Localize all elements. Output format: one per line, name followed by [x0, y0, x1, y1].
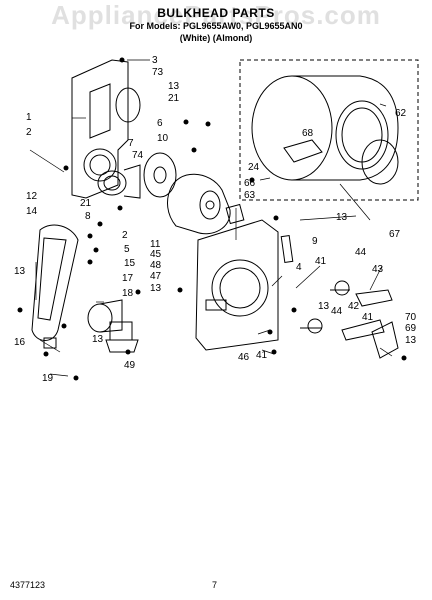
- callout: 13: [405, 335, 417, 346]
- drum-baffle: [283, 139, 323, 163]
- document-number: 4377123: [10, 580, 46, 590]
- model-colors: (White) (Almond): [179, 33, 253, 43]
- callout: 8: [85, 211, 91, 222]
- callout: 13: [14, 266, 26, 277]
- callout: 1: [26, 112, 32, 123]
- callout: 10: [157, 133, 169, 144]
- page-number: 7: [212, 580, 218, 590]
- callout: 13: [92, 334, 104, 345]
- callout: 3: [152, 55, 158, 66]
- belt-switch-bracket: [371, 321, 399, 359]
- callout: 73: [152, 67, 164, 78]
- callout: 9: [312, 236, 318, 247]
- page-title: BULKHEAD PARTS: [157, 6, 275, 20]
- callout: 45: [150, 249, 162, 260]
- callout: 49: [124, 360, 136, 371]
- callout: 47: [150, 271, 162, 282]
- callout: 48: [150, 260, 162, 271]
- callout: 7: [128, 138, 134, 149]
- callout: 41: [315, 256, 327, 267]
- callout: 18: [122, 288, 134, 299]
- callout: 12: [26, 191, 38, 202]
- callout: 24: [248, 162, 260, 173]
- front-panel: [71, 59, 129, 199]
- callout: 41: [256, 350, 268, 361]
- motor-mount: [105, 321, 139, 353]
- blower-wheel: [143, 152, 177, 198]
- callout-labels: 3 73 1 13 21 2 7 74 6 10 68 62 24 66 63 …: [14, 55, 417, 384]
- watermark: AppliancePartsPros.com: [51, 0, 381, 30]
- callout: 4: [296, 262, 302, 273]
- callout: 62: [395, 108, 407, 119]
- callout: 44: [355, 247, 367, 258]
- front-seal: [115, 87, 141, 123]
- leader-lines: [29, 59, 393, 377]
- drum-seal: [361, 139, 399, 185]
- callout: 5: [124, 244, 130, 255]
- callout: 6: [157, 118, 163, 129]
- callout: 41: [362, 312, 374, 323]
- callout: 63: [244, 190, 256, 201]
- callout: 43: [372, 264, 384, 275]
- callout: 16: [14, 337, 26, 348]
- callout: 67: [389, 229, 401, 240]
- drum-assembly-box: [239, 59, 419, 201]
- callout: 2: [26, 127, 32, 138]
- heater-duct: [280, 235, 294, 263]
- drive-motor: [87, 299, 123, 333]
- drive-belt: [31, 224, 79, 341]
- callout: 13: [150, 283, 162, 294]
- callout: 46: [238, 352, 250, 363]
- callout: 70: [405, 312, 417, 323]
- callout: 66: [244, 178, 256, 189]
- motor-clip: [43, 337, 57, 349]
- callout: 69: [405, 323, 417, 334]
- callout: 21: [80, 198, 92, 209]
- drum-rollers: [300, 280, 393, 341]
- callout: 2: [122, 230, 128, 241]
- callout: 42: [348, 301, 360, 312]
- screws: [17, 57, 407, 381]
- callout: 68: [302, 128, 314, 139]
- callout: 19: [42, 373, 54, 384]
- callout: 13: [318, 301, 330, 312]
- lint-screen: [225, 203, 245, 225]
- model-numbers: For Models: PGL9655AW0, PGL9655AN0: [129, 21, 303, 31]
- rear-bulkhead: [195, 219, 279, 351]
- drum: [251, 75, 399, 181]
- callout: 44: [331, 306, 343, 317]
- callout: 13: [336, 212, 348, 223]
- callout: 74: [132, 150, 144, 161]
- callout: 15: [124, 258, 136, 269]
- blower-housing: [167, 173, 231, 235]
- callout: 17: [122, 273, 134, 284]
- callout: 13: [168, 81, 180, 92]
- callout: 11: [150, 239, 161, 250]
- callout: 14: [26, 206, 38, 217]
- callout: 21: [168, 93, 180, 104]
- idler-pulley: [97, 164, 141, 199]
